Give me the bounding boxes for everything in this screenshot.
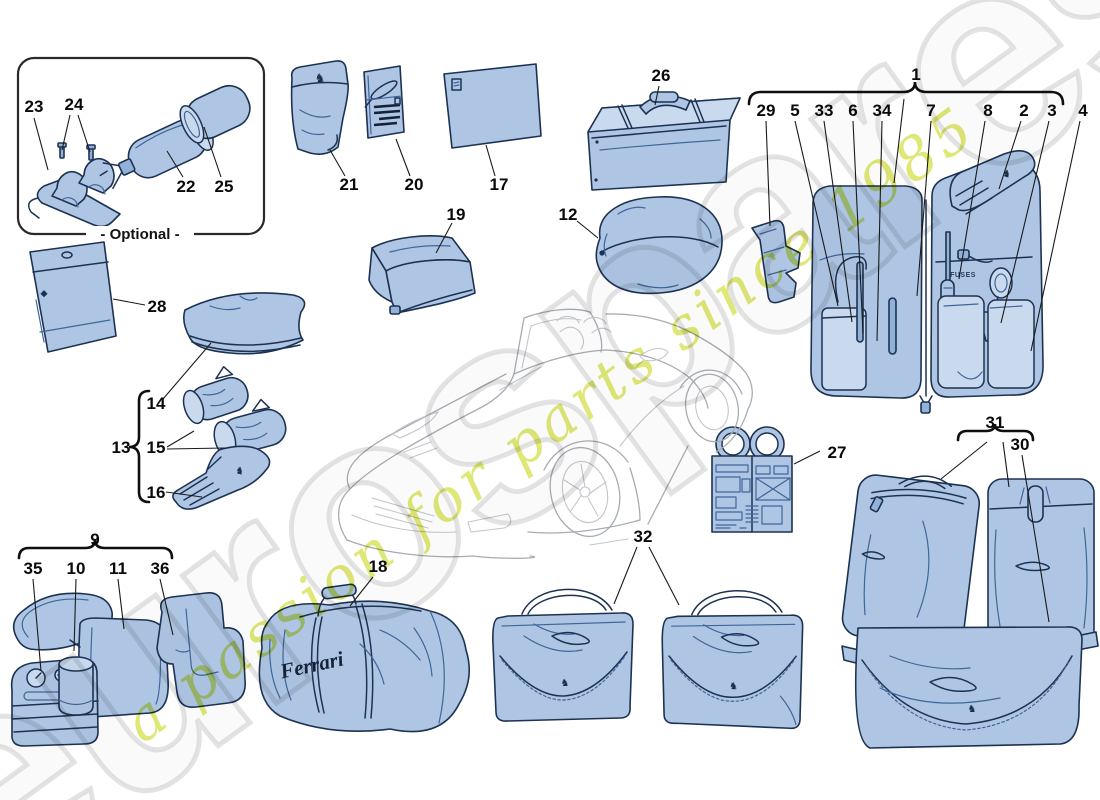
documents-envelope	[443, 63, 542, 149]
part-label-20: 20	[405, 175, 424, 194]
part-label-7: 7	[926, 101, 935, 120]
tyre-repair-kit	[10, 591, 246, 747]
prancing-horse-icon: ♞	[234, 465, 246, 478]
fuses-label: FUSES	[950, 272, 976, 279]
part-label-21: 21	[340, 175, 359, 194]
part-label-22: 22	[177, 177, 196, 196]
part-label-18: 18	[369, 557, 388, 576]
part-label-12: 12	[559, 205, 578, 224]
tyre-kit-booklet	[363, 65, 405, 139]
part-label-33: 33	[815, 101, 834, 120]
part-label-29: 29	[757, 101, 776, 120]
car-illustration	[338, 308, 753, 559]
fuse-diagram-card	[711, 426, 793, 533]
part-label-24: 24	[65, 95, 84, 114]
group-braces	[17, 81, 1065, 560]
car-cover-bag	[595, 196, 723, 295]
part-number-labels: 23 24 22 25 21 20 17 26 12 19 28 14 13 1…	[24, 65, 1089, 578]
part-label-5: 5	[790, 101, 799, 120]
prancing-horse-icon: ♞	[1001, 168, 1013, 181]
part-label-8: 8	[983, 101, 992, 120]
luggage-set: ♞	[841, 474, 1099, 749]
leader-lines	[32, 85, 1081, 672]
prancing-horse-icon: ♞	[561, 678, 570, 689]
warranty-folder	[29, 241, 117, 353]
part-label-10: 10	[67, 559, 86, 578]
prancing-horse-icon: ♞	[729, 681, 738, 692]
extinguisher-cover	[179, 84, 251, 144]
part-label-30: 30	[1011, 435, 1030, 454]
tool-pouch-folded	[368, 235, 476, 315]
part-label-35: 35	[24, 559, 43, 578]
cleaning-kit: ♞	[172, 292, 306, 510]
tool-bag	[587, 91, 741, 191]
tool-kit-open: FUSES ♞	[751, 150, 1044, 414]
part-label-1: 1	[911, 65, 920, 84]
part-label-13: 13	[112, 438, 131, 457]
part-label-11: 11	[109, 559, 127, 578]
part-label-16: 16	[147, 483, 166, 502]
part-label-36: 36	[151, 559, 170, 578]
garment-bag-left: ♞	[492, 588, 634, 722]
garment-bag-right: ♞	[661, 590, 804, 730]
part-label-26: 26	[652, 66, 671, 85]
optional-label: - Optional -	[100, 226, 179, 243]
optional-kit-box: - Optional -	[16, 56, 266, 243]
part-label-9: 9	[90, 530, 99, 549]
bracket-screws	[57, 142, 96, 161]
part-label-25: 25	[215, 177, 234, 196]
fuse-grid	[715, 464, 791, 529]
part-label-32: 32	[634, 527, 653, 546]
part-label-3: 3	[1047, 101, 1056, 120]
part-label-14: 14	[147, 394, 166, 413]
part-label-2: 2	[1019, 101, 1028, 120]
part-label-31: 31	[986, 413, 1005, 432]
extinguisher-bracket	[27, 158, 121, 228]
part-label-23: 23	[25, 97, 44, 116]
bracket-part	[751, 219, 801, 304]
part-label-17: 17	[490, 175, 509, 194]
part-label-4: 4	[1078, 101, 1088, 120]
part-label-34: 34	[873, 101, 892, 120]
document-pouch: ♞	[290, 60, 349, 155]
part-label-28: 28	[148, 297, 167, 316]
prancing-horse-icon: ♞	[968, 704, 977, 715]
part-label-15: 15	[147, 438, 166, 457]
prancing-horse-icon: ♞	[315, 71, 326, 85]
part-label-19: 19	[447, 205, 466, 224]
ferrari-duffel-bag: Ferrari	[258, 583, 471, 733]
part-label-27: 27	[828, 443, 847, 462]
part-label-6: 6	[848, 101, 857, 120]
